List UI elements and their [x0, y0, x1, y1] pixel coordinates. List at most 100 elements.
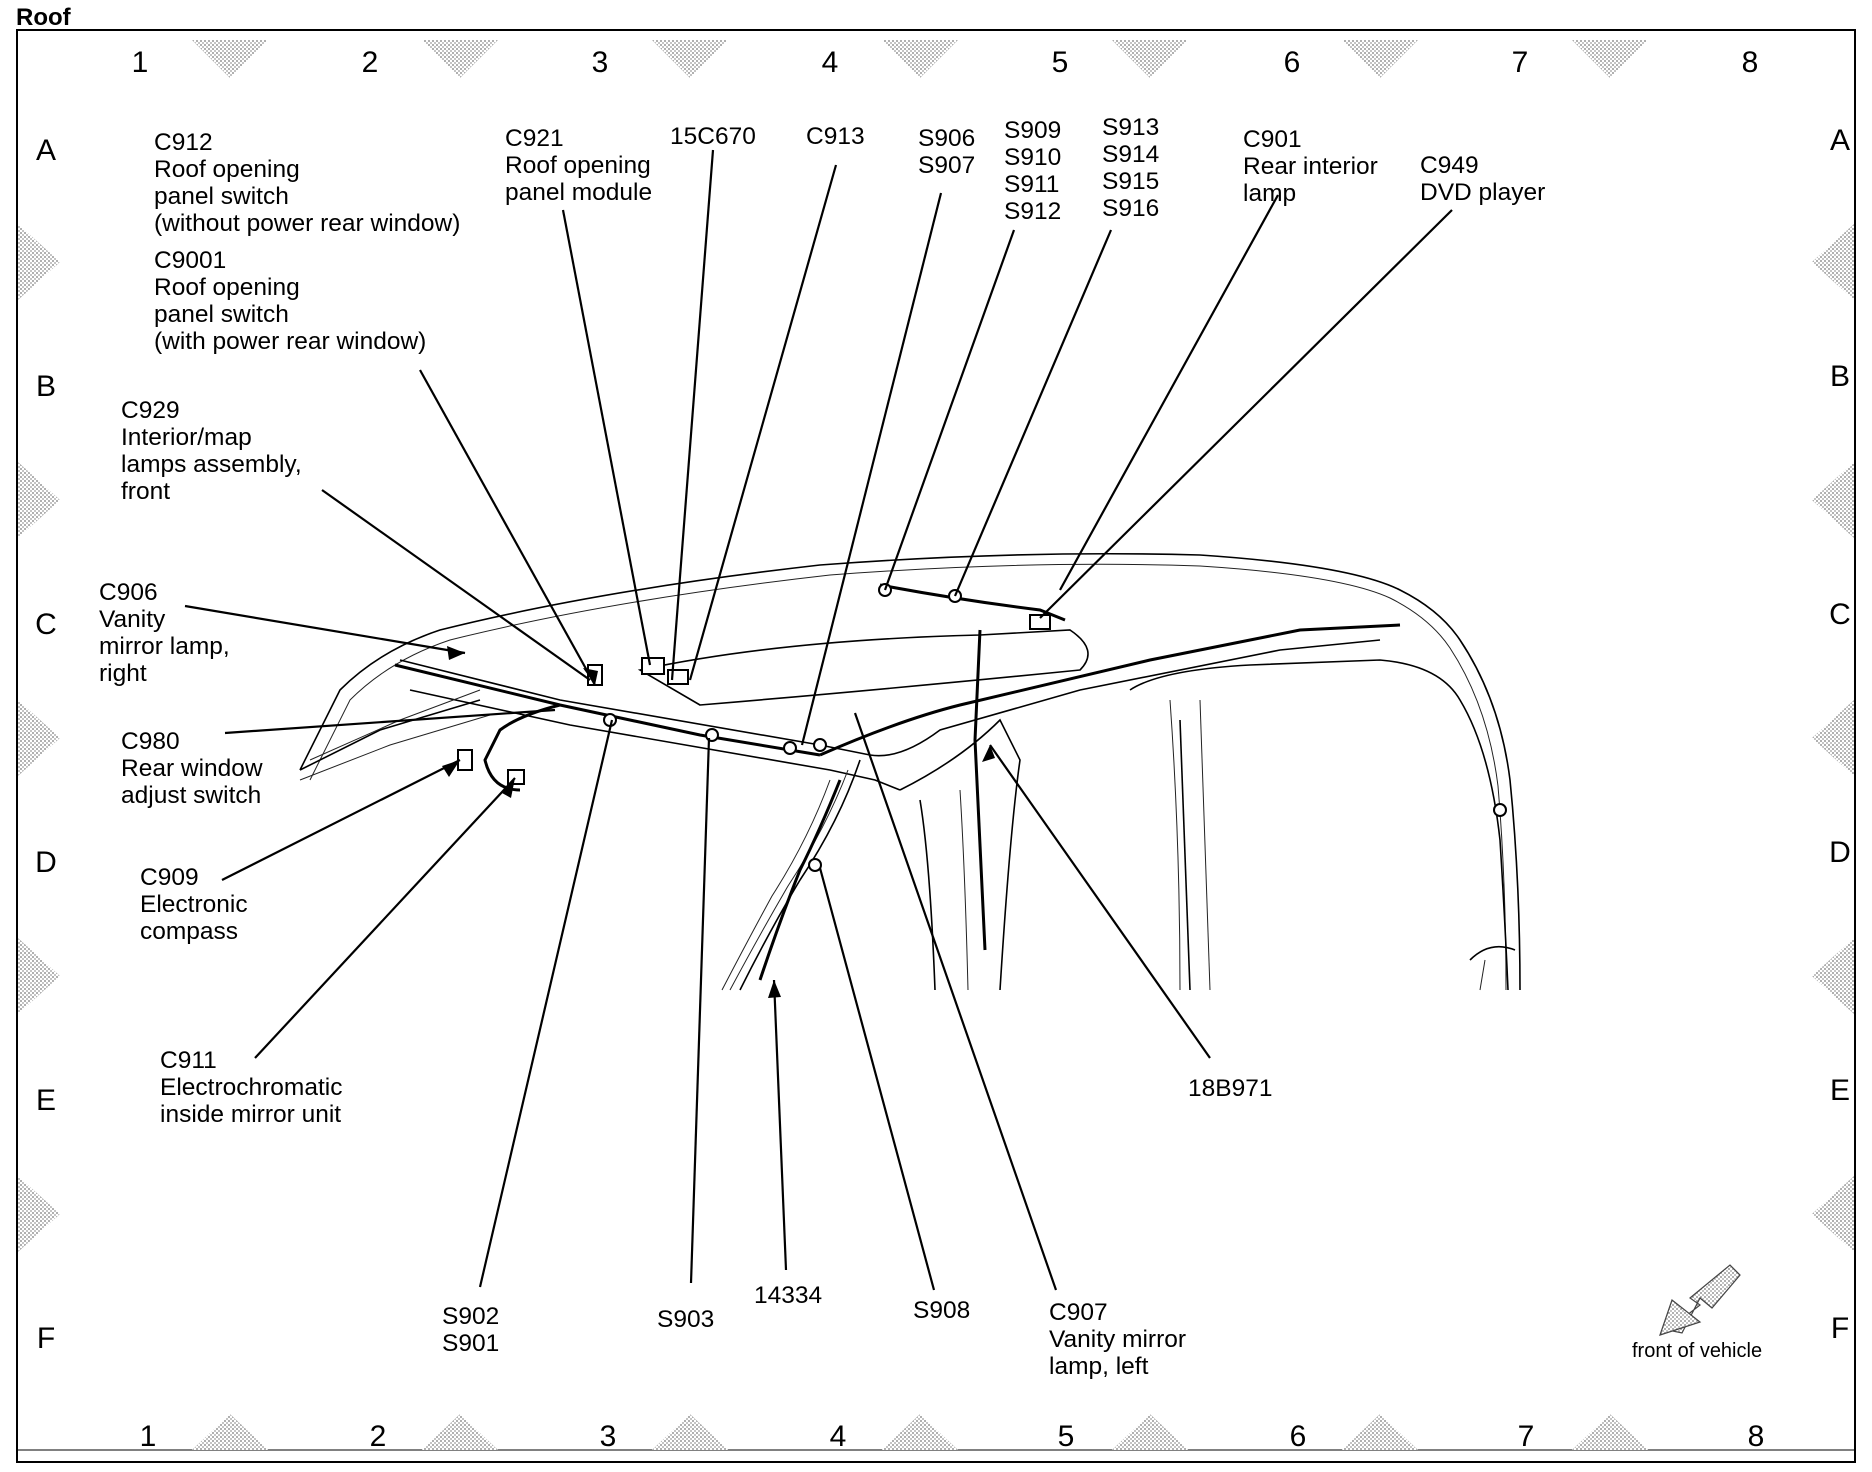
label-s913-line-4: S916 [1102, 195, 1159, 222]
label-c909-line-3: compass [140, 918, 238, 945]
label-c911-line-3: inside mirror unit [160, 1101, 341, 1128]
grid-row-left-D: D [35, 846, 57, 879]
grid-marker-top-2 [422, 40, 498, 78]
grid-marker-right-5 [1812, 1176, 1854, 1252]
label-s909-line-1: S909 [1004, 117, 1061, 144]
grid-marker-top-5 [1112, 40, 1188, 78]
label-s913-line-3: S915 [1102, 168, 1159, 195]
label-c912-line-1: C912 [154, 129, 213, 156]
grid-marker-top-1 [192, 40, 268, 78]
label-c909-line-1: C909 [140, 864, 199, 891]
label-s906-line-2: S907 [918, 152, 975, 179]
label-c980-line-3: adjust switch [121, 782, 261, 809]
label-n14334: 14334 [754, 1282, 822, 1309]
grid-row-left-C: C [35, 608, 57, 641]
grid-row-left-E: E [36, 1084, 56, 1117]
grid-row-right-E: E [1830, 1074, 1850, 1107]
diagram-frame [16, 29, 1856, 1463]
grid-column-bottom-3: 3 [600, 1420, 617, 1453]
label-c9001-line-1: C9001 [154, 247, 226, 274]
grid-column-bottom-7: 7 [1518, 1420, 1535, 1453]
label-s909-line-4: S912 [1004, 198, 1061, 225]
grid-row-left-B: B [36, 370, 56, 403]
front-of-vehicle-arrow-icon [1659, 1264, 1741, 1336]
label-c929-line-4: front [121, 478, 170, 505]
grid-marker-left-1 [18, 224, 60, 300]
label-c901-line-1: C901 [1243, 126, 1302, 153]
label-c949-line-1: C949 [1420, 152, 1479, 179]
grid-marker-top-4 [882, 40, 958, 78]
label-s913-line-2: S914 [1102, 141, 1159, 168]
label-c911-line-1: C911 [160, 1047, 217, 1074]
grid-row-left-A: A [36, 134, 56, 167]
grid-column-top-1: 1 [132, 46, 149, 79]
label-c980-line-1: C980 [121, 728, 180, 755]
grid-markers [18, 40, 1854, 1450]
grid-row-left-F: F [37, 1322, 55, 1355]
label-s902-line-2: S901 [442, 1330, 499, 1357]
label-s913-line-1: S913 [1102, 114, 1159, 141]
label-c15670: 15C670 [670, 123, 756, 150]
grid-marker-top-7 [1572, 40, 1648, 78]
grid-marker-left-2 [18, 462, 60, 538]
label-c929-line-2: Interior/map [121, 424, 252, 451]
label-c907-line-3: lamp, left [1049, 1353, 1149, 1380]
grid-column-top-6: 6 [1284, 46, 1301, 79]
grid-marker-left-5 [18, 1176, 60, 1252]
label-c901-line-2: Rear interior [1243, 153, 1378, 180]
grid-row-right-C: C [1829, 598, 1851, 631]
label-n14334-line-1: 14334 [754, 1282, 822, 1309]
label-s906-line-1: S906 [918, 125, 975, 152]
label-c912-line-3: panel switch [154, 183, 289, 210]
grid-column-bottom-8: 8 [1748, 1420, 1765, 1453]
grid-column-bottom-1: 1 [140, 1420, 157, 1453]
label-c906-line-4: right [99, 660, 147, 687]
grid-column-bottom-6: 6 [1290, 1420, 1307, 1453]
grid-marker-top-6 [1342, 40, 1418, 78]
label-c15670-line-1: 15C670 [670, 123, 756, 150]
grid-marker-bottom-4 [882, 1414, 958, 1450]
grid-column-bottom-5: 5 [1058, 1420, 1075, 1453]
grid-marker-bottom-2 [422, 1414, 498, 1450]
grid-marker-top-3 [652, 40, 728, 78]
label-s909-line-3: S911 [1004, 171, 1059, 198]
label-c912-line-2: Roof opening [154, 156, 300, 183]
label-c9001-line-2: Roof opening [154, 274, 300, 301]
grid-row-right-D: D [1829, 836, 1851, 869]
grid-row-right-F: F [1831, 1312, 1849, 1345]
grid-marker-right-1 [1812, 224, 1854, 300]
grid-column-top-4: 4 [822, 46, 839, 79]
label-c921-line-2: Roof opening [505, 152, 651, 179]
label-front: front of vehicle [1632, 1340, 1762, 1362]
label-c913: C913 [806, 123, 865, 150]
grid-marker-left-4 [18, 938, 60, 1014]
label-c909-line-2: Electronic [140, 891, 248, 918]
label-c901-line-3: lamp [1243, 180, 1296, 207]
label-c980-line-2: Rear window [121, 755, 263, 782]
leader-lines [184, 149, 1453, 1291]
label-s908: S908 [913, 1297, 970, 1324]
grid-marker-bottom-5 [1112, 1414, 1188, 1450]
vehicle-roof-drawing [299, 552, 1521, 991]
grid-column-top-7: 7 [1512, 46, 1529, 79]
label-s902-line-1: S902 [442, 1303, 499, 1330]
label-c913-line-1: C913 [806, 123, 865, 150]
label-s18b971-line-1: 18B971 [1188, 1075, 1272, 1102]
label-c911-line-2: Electrochromatic [160, 1074, 342, 1101]
grid-column-top-8: 8 [1742, 46, 1759, 79]
label-c949-line-2: DVD player [1420, 179, 1545, 206]
grid-marker-bottom-3 [652, 1414, 728, 1450]
label-s908-line-1: S908 [913, 1297, 970, 1324]
